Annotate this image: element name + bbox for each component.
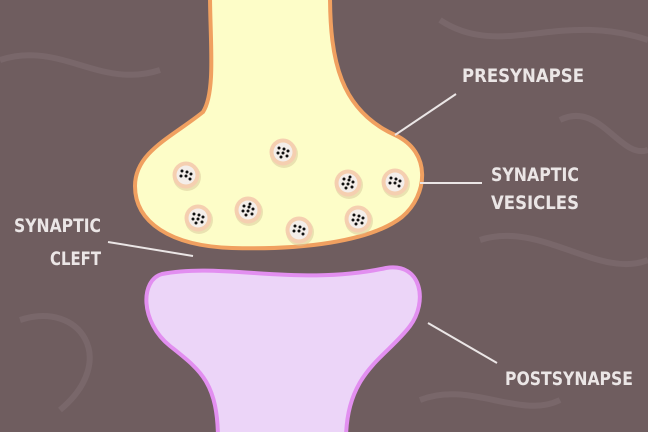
- vesicle: [334, 169, 363, 199]
- vesicle: [234, 196, 263, 226]
- neurotransmitter-dot: [397, 184, 401, 188]
- neurotransmitter-dot: [302, 227, 306, 231]
- neurotransmitter-dot: [298, 225, 302, 229]
- vesicle: [344, 205, 373, 235]
- neurotransmitter-dot: [180, 169, 184, 173]
- neurotransmitter-dot: [179, 174, 183, 178]
- neurotransmitter-dot: [347, 178, 351, 182]
- neurotransmitter-dot: [293, 224, 297, 228]
- neurotransmitter-dot: [200, 220, 204, 224]
- neurotransmitter-dot: [189, 172, 193, 176]
- neurotransmitter-dot: [354, 222, 358, 226]
- neurotransmitter-dot: [201, 215, 205, 219]
- postsynapse-pointer-line: [427, 322, 498, 364]
- neurotransmitter-dot: [277, 146, 281, 150]
- neurotransmitter-dot: [188, 177, 192, 181]
- vesicle: [269, 138, 298, 168]
- neurotransmitter-dot: [346, 182, 350, 186]
- neurotransmitter-dot: [301, 232, 305, 236]
- neurotransmitter-dot: [394, 177, 398, 181]
- vesicle: [381, 168, 410, 198]
- neurotransmitter-dot: [389, 176, 393, 180]
- neurotransmitter-dot: [248, 202, 252, 206]
- postsynapse: [144, 265, 422, 432]
- neurotransmitter-dot: [285, 154, 289, 158]
- neurotransmitter-dot: [251, 207, 255, 211]
- cleft-label-line1: SYNAPTIC: [14, 215, 101, 237]
- neurotransmitter-dot: [281, 151, 285, 155]
- neurotransmitter-dot: [297, 229, 301, 233]
- neurotransmitter-dot: [393, 181, 397, 185]
- neurotransmitter-dot: [247, 205, 251, 209]
- neurotransmitter-dot: [351, 180, 355, 184]
- neurotransmitter-dot: [388, 181, 392, 185]
- neurotransmitter-dot: [184, 174, 188, 178]
- neurotransmitter-dot: [196, 217, 200, 221]
- cleft-pointer-line: [107, 241, 194, 257]
- neurotransmitter-dot: [344, 186, 348, 190]
- neurotransmitter-dot: [341, 182, 345, 186]
- neurotransmitter-dot: [398, 179, 402, 183]
- presynapse-label: PRESYNAPSE: [462, 65, 584, 87]
- neurotransmitter-dot: [286, 149, 290, 153]
- neurotransmitter-dot: [191, 217, 195, 221]
- cleft-label-line2: CLEFT: [50, 248, 101, 270]
- vesicle: [285, 216, 314, 246]
- neurotransmitter-dot: [352, 213, 356, 217]
- vesicles-label-line1: SYNAPTIC: [491, 164, 579, 186]
- neurotransmitter-dot: [279, 155, 283, 159]
- background-texture: [0, 17, 648, 413]
- neurotransmitter-dot: [244, 213, 248, 217]
- neurotransmitter-dot: [246, 209, 250, 213]
- neurotransmitter-dot: [282, 147, 286, 151]
- neurotransmitter-dot: [276, 151, 280, 155]
- neurotransmitter-dot: [241, 209, 245, 213]
- neurotransmitter-dot: [192, 212, 196, 216]
- neurotransmitter-dot: [360, 221, 364, 225]
- neurotransmitter-dot: [185, 170, 189, 174]
- neurotransmitter-dot: [350, 185, 354, 189]
- postsynapse-label: POSTSYNAPSE: [505, 368, 633, 390]
- neurotransmitter-dot: [351, 218, 355, 222]
- neurotransmitter-dot: [197, 213, 201, 217]
- neurotransmitter-dot: [348, 175, 352, 179]
- neurotransmitter-dot: [292, 229, 296, 233]
- neurotransmitter-dot: [194, 221, 198, 225]
- neurotransmitter-dot: [250, 212, 254, 216]
- neurotransmitter-dot: [242, 204, 246, 208]
- vesicle: [184, 204, 213, 234]
- vesicles-label-line2: VESICLES: [491, 192, 579, 214]
- neurotransmitter-dot: [357, 214, 361, 218]
- vesicle: [172, 161, 201, 191]
- presynapse-pointer-line: [394, 93, 457, 136]
- neurotransmitter-dot: [356, 218, 360, 222]
- neurotransmitter-dot: [361, 216, 365, 220]
- neurotransmitter-dot: [342, 177, 346, 181]
- synaptic-vesicles: [172, 138, 410, 246]
